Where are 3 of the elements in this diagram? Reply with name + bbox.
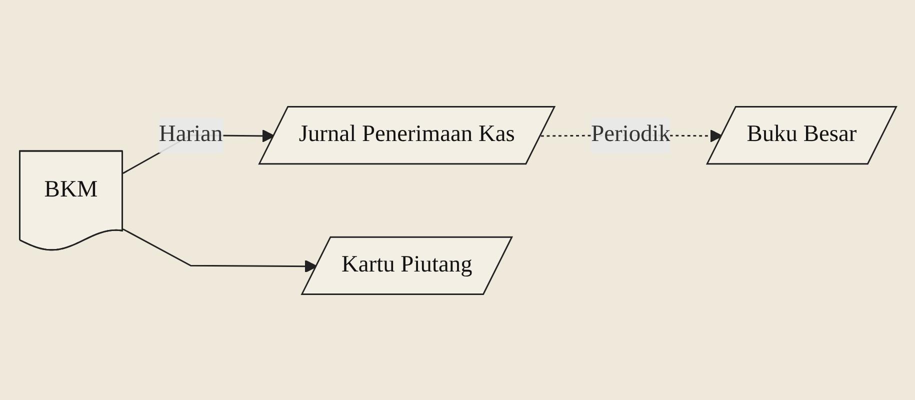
edge-label: Harian [158,122,222,147]
edge-label: Periodik [590,122,670,147]
arrow [122,228,317,272]
